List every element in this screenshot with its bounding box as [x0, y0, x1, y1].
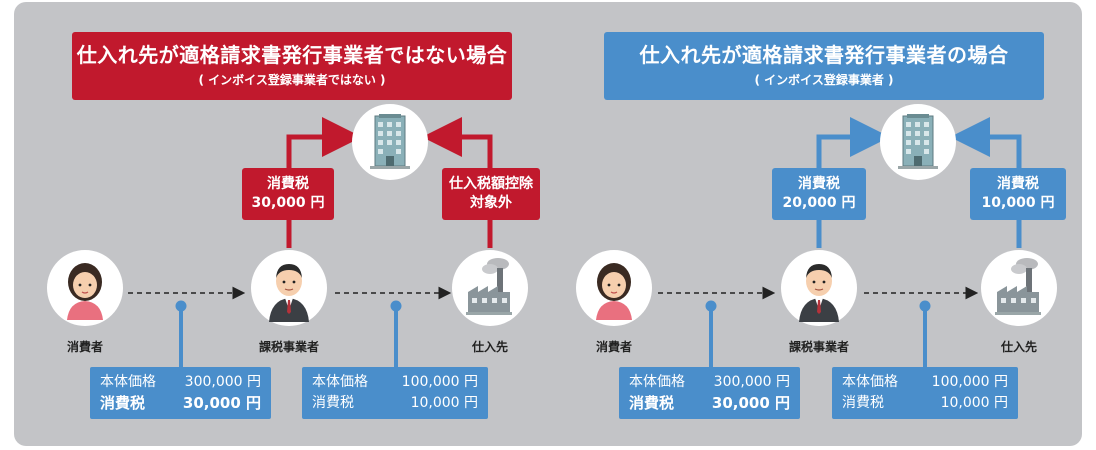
consumer-label-right: 消費者 — [595, 340, 632, 354]
supplier-label-left: 仕入先 — [471, 340, 508, 354]
right-tax-label-box: 消費税 20,000 円 — [772, 168, 866, 220]
price-base-value: 100,000 円 — [401, 374, 478, 390]
left-tax-label-box: 消費税 30,000 円 — [242, 168, 334, 220]
supplier-circle-right — [981, 250, 1057, 326]
right-tax-label-2: 20,000 円 — [782, 195, 856, 211]
right-tax2-label-box: 消費税 10,000 円 — [970, 168, 1066, 220]
left-tax-label-2: 30,000 円 — [251, 195, 325, 211]
right-price-box-1: 本体価格 300,000 円 消費税 30,000 円 — [619, 367, 800, 419]
tax-office-building-icon — [370, 114, 410, 169]
factory-icon — [466, 258, 512, 315]
business-label-left: 課税事業者 — [258, 340, 319, 354]
supplier-label-right: 仕入先 — [1000, 340, 1037, 354]
factory-icon — [995, 258, 1041, 315]
price-tax-label: 消費税 — [842, 395, 884, 411]
price-tax-label: 消費税 — [629, 394, 675, 412]
price-tax-value: 30,000 円 — [182, 394, 261, 412]
consumer-woman-icon — [596, 263, 632, 320]
price-base-label: 本体価格 — [312, 374, 368, 390]
business-man-icon — [269, 264, 309, 322]
consumer-woman-icon — [67, 263, 103, 320]
consumer-label-left: 消費者 — [66, 340, 103, 354]
price-base-value: 100,000 円 — [931, 374, 1008, 390]
left-price-box-1: 本体価格 300,000 円 消費税 30,000 円 — [90, 367, 271, 419]
business-label-right: 課税事業者 — [788, 340, 849, 354]
tax-office-building-icon — [898, 114, 938, 169]
price-tax-value: 10,000 円 — [410, 395, 478, 411]
business-man-icon — [799, 264, 839, 322]
left-title-box: 仕入れ先が適格請求書発行事業者ではない場合 ( インボイス登録事業者ではない ) — [72, 32, 512, 100]
right-title: 仕入れ先が適格請求書発行事業者の場合 — [639, 43, 1009, 67]
left-subtitle: ( インボイス登録事業者ではない ) — [198, 73, 386, 87]
business-circle-left — [251, 250, 327, 326]
price-tax-value: 10,000 円 — [940, 395, 1008, 411]
right-tax2-label-2: 10,000 円 — [981, 195, 1055, 211]
consumer-circle-right — [576, 250, 652, 326]
consumer-circle-left — [47, 250, 123, 326]
right-tax2-label-1: 消費税 — [997, 176, 1039, 192]
right-subtitle: ( インボイス登録事業者 ) — [754, 73, 894, 87]
left-deduct-label-box: 仕入税額控除 対象外 — [442, 168, 540, 220]
tax-office-circle-left — [352, 104, 428, 180]
price-base-value: 300,000 円 — [713, 374, 790, 390]
supplier-circle-left — [452, 250, 528, 326]
price-base-value: 300,000 円 — [184, 374, 261, 390]
price-tax-label: 消費税 — [312, 395, 354, 411]
left-title: 仕入れ先が適格請求書発行事業者ではない場合 — [76, 43, 508, 67]
right-price-box-2: 本体価格 100,000 円 消費税 10,000 円 — [832, 367, 1018, 419]
price-tax-label: 消費税 — [100, 394, 146, 412]
left-price-box-2: 本体価格 100,000 円 消費税 10,000 円 — [302, 367, 488, 419]
right-tax-label-1: 消費税 — [798, 176, 840, 192]
business-circle-right — [781, 250, 857, 326]
right-title-box: 仕入れ先が適格請求書発行事業者の場合 ( インボイス登録事業者 ) — [604, 32, 1044, 100]
price-base-label: 本体価格 — [629, 374, 685, 390]
tax-office-circle-right — [880, 104, 956, 180]
price-base-label: 本体価格 — [842, 374, 898, 390]
left-tax-label-1: 消費税 — [267, 176, 309, 192]
price-base-label: 本体価格 — [100, 374, 156, 390]
left-deduct-label-1: 仕入税額控除 — [449, 176, 533, 192]
price-tax-value: 30,000 円 — [711, 394, 790, 412]
left-deduct-label-2: 対象外 — [470, 195, 512, 211]
